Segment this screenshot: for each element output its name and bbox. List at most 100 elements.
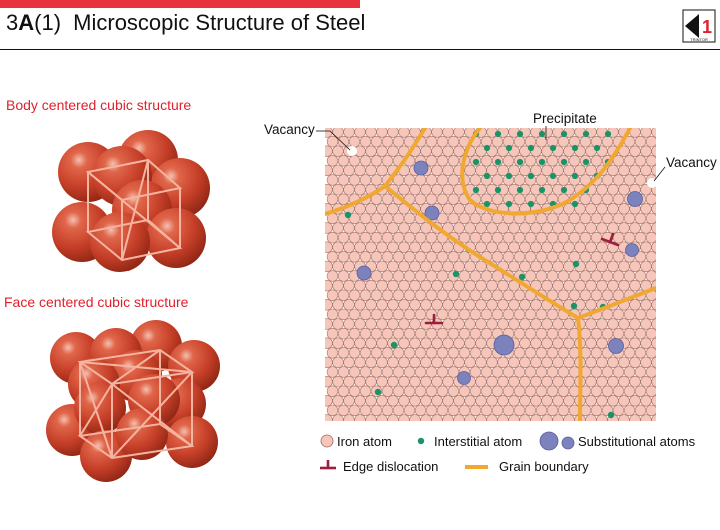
iron-atom [612, 327, 625, 340]
iron-atom [607, 318, 619, 330]
iron-atom [541, 222, 553, 234]
iron-atom [618, 395, 630, 407]
iron-atom [431, 128, 443, 138]
iron-atom [563, 279, 575, 292]
iron-atom [552, 414, 564, 421]
iron-atom [348, 366, 361, 378]
iron-atom [354, 356, 366, 369]
iron-atom [524, 327, 537, 340]
iron-atom [387, 299, 399, 311]
iron-atom [618, 260, 630, 273]
iron-atom [623, 231, 636, 244]
iron-atom [403, 347, 416, 359]
iron-atom [348, 155, 361, 167]
precipitate-atom [604, 130, 612, 138]
iron-atom [431, 145, 443, 157]
iron-atom [442, 356, 454, 369]
iron-atom [409, 260, 421, 273]
iron-atom [497, 414, 509, 421]
iron-atom [381, 308, 394, 321]
iron-atom [486, 395, 498, 407]
iron-atom [453, 222, 465, 234]
iron-atom [458, 404, 471, 417]
iron-atom [414, 193, 427, 205]
iron-atom [332, 318, 344, 330]
iron-atom [491, 193, 504, 205]
iron-atom [343, 279, 355, 292]
iron-atom [425, 289, 438, 301]
iron-atom [513, 289, 526, 301]
iron-atom [640, 356, 652, 369]
precipitate-atom [527, 200, 535, 208]
iron-atom [475, 395, 487, 407]
iron-atom [486, 279, 498, 292]
iron-atom [546, 155, 559, 167]
iron-atom [480, 155, 493, 167]
iron-atom [442, 260, 454, 273]
iron-atom [359, 251, 372, 263]
iron-atom [337, 193, 350, 205]
iron-atom [436, 193, 449, 205]
iron-atom [359, 231, 372, 244]
iron-atom [629, 414, 641, 421]
iron-atom [645, 327, 656, 340]
iron-atom [332, 337, 344, 349]
iron-atom [392, 289, 405, 301]
iron-atom [343, 414, 355, 421]
iron-atom [343, 164, 355, 177]
legend-grain-boundary-label: Grain boundary [499, 459, 589, 474]
precipitate-atom [494, 158, 502, 166]
iron-atom [596, 183, 608, 196]
iron-atom [557, 327, 570, 340]
iron-atom [381, 366, 394, 378]
iron-atom [552, 356, 564, 369]
iron-atom [640, 318, 652, 330]
iron-atom [325, 395, 333, 407]
fcc-label: Face centered cubic structure [4, 294, 189, 310]
iron-atom [332, 414, 344, 421]
iron-atom [585, 260, 597, 273]
iron-atom [464, 222, 476, 234]
iron-atom [513, 308, 526, 321]
iron-atom [392, 385, 405, 397]
vacancy-right-label: Vacancy [666, 155, 717, 170]
iron-atom [343, 260, 355, 273]
iron-atom [585, 318, 597, 330]
iron-atom [623, 347, 636, 359]
iron-atom [530, 318, 542, 330]
iron-atom [590, 404, 603, 417]
iron-atom [409, 375, 421, 388]
interstitial-atom [452, 270, 460, 278]
iron-atom [442, 318, 454, 330]
iron-atom [431, 279, 443, 292]
iron-atom [447, 327, 460, 340]
iron-atom [480, 231, 493, 244]
iron-atom [508, 356, 520, 369]
iron-atom [590, 231, 603, 244]
iron-atom [398, 183, 410, 196]
iron-atom [442, 279, 454, 292]
iron-atom [590, 289, 603, 301]
iron-atom [541, 375, 553, 388]
iron-atom [590, 155, 603, 167]
iron-atom [464, 299, 476, 311]
iron-atom [491, 231, 504, 244]
iron-atom [337, 174, 350, 186]
iron-atom [381, 135, 394, 148]
iron-atom [359, 289, 372, 301]
iron-atom [337, 404, 350, 417]
iron-atom [579, 327, 592, 340]
iron-atom [409, 279, 421, 292]
iron-atom [497, 279, 509, 292]
header-accent-bar [0, 0, 360, 8]
iron-atom [612, 385, 625, 397]
iron-atom [629, 260, 641, 273]
iron-atom [409, 222, 421, 234]
iron-atom [563, 241, 575, 253]
interstitial-atom [374, 388, 382, 396]
grain-boundary-line [576, 286, 656, 320]
iron-atom [513, 231, 526, 244]
iron-atom [486, 299, 498, 311]
iron-atom [381, 270, 394, 282]
iron-atom [475, 299, 487, 311]
